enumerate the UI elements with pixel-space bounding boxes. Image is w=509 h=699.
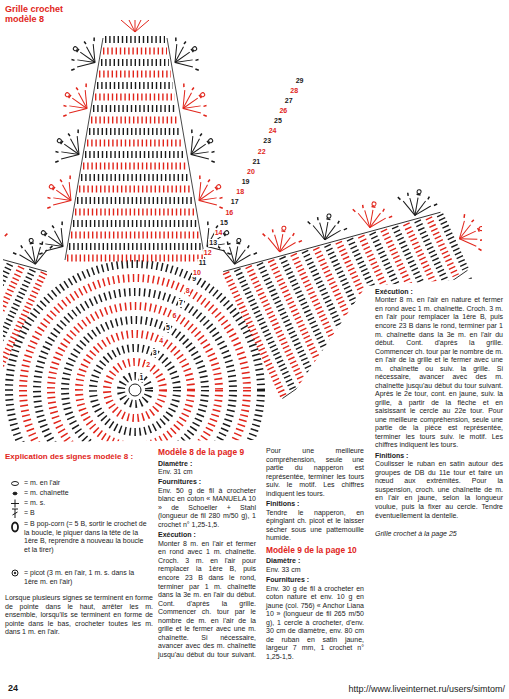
row-number: 4 [158, 337, 164, 345]
body-text: Tendre le napperon, en épinglant ch. pic… [266, 509, 364, 543]
body-text: Env. 50 g de fil à crocheter blanc en co… [158, 487, 256, 530]
row-number: 2 [145, 361, 151, 369]
legend-item: = B pop-corn (= 5 B, sortir le crochet d… [24, 520, 150, 554]
row-number: 25 [273, 117, 283, 125]
subheading: Finitions : [375, 452, 503, 460]
row-number: 20 [246, 168, 256, 176]
row-number: 11 [198, 259, 207, 267]
row-number: 23 [262, 137, 272, 145]
row-number: 5 [165, 324, 171, 332]
legend-heading: Explication des signes modèle 8 : [5, 452, 155, 462]
subheading: Exécution : [158, 531, 256, 539]
subheading: Diamètre : [266, 557, 364, 565]
row-number: 8 [185, 287, 191, 295]
subheading: Diamètre : [158, 460, 256, 468]
body-text: Coulisser le ruban en satin autour des g… [375, 460, 503, 520]
row-number: 3 [152, 349, 158, 357]
subheading: Finitions : [266, 500, 364, 508]
section-heading: Modèle 8 de la page 9 [158, 447, 256, 458]
reference-note: Grille crochet à la page 25 [375, 530, 503, 538]
row-number: 13 [208, 239, 218, 247]
subheading: Exécution : [375, 288, 503, 296]
row-number: 19 [241, 178, 251, 186]
body-text: Env. 33 cm [266, 566, 364, 575]
subheading: Fournitures : [158, 478, 256, 486]
legend-item: = m. s. [24, 499, 150, 508]
page-number: 24 [8, 683, 18, 693]
chart-title: Grille crochet modèle 8 [5, 4, 69, 24]
row-number: 22 [257, 148, 267, 156]
row-number: 24 [268, 127, 278, 135]
row-number: 21 [251, 158, 261, 166]
row-number: 18 [235, 188, 245, 196]
row-number: 6 [171, 312, 177, 320]
body-text: Env. 30 g de fil à crocheter en coton na… [266, 585, 364, 662]
row-number: 28 [289, 87, 299, 95]
row-number: 15 [219, 219, 229, 227]
row-number: 27 [284, 97, 294, 105]
legend-item: = m. en l'air [24, 479, 150, 488]
text-column: Exécution :Monter 8 m. en l'air en natur… [375, 288, 503, 538]
row-number: 26 [278, 107, 288, 115]
row-number: 12 [203, 249, 213, 257]
row-number: 16 [224, 209, 234, 217]
row-number: 14 [214, 229, 224, 237]
row-number: 29 [295, 77, 305, 85]
row-number: 7 [178, 299, 184, 307]
row-number: 1 [139, 374, 145, 382]
legend-item: = B [24, 509, 150, 518]
note-text: Lorsque plusieurs signes se terminent en… [5, 594, 153, 637]
watermark: http://www.liveinternet.ru/users/simtom/ [348, 684, 505, 694]
section-heading: Modèle 9 de la page 10 [266, 545, 364, 556]
row-number: 10 [192, 269, 202, 277]
legend-symbols [11, 482, 19, 577]
row-number: 17 [230, 198, 240, 206]
body-text: Monter 8 m. en l'air en nature et fermer… [375, 296, 503, 450]
legend-item: = picot (3 m. en l'air, 1 m. s. dans la … [24, 569, 150, 586]
text-columns: Modèle 8 de la page 9Diamètre :Env. 31 c… [158, 447, 364, 661]
legend-item: = m. chaînette [24, 489, 150, 498]
subheading: Fournitures : [266, 576, 364, 584]
body-text: Env. 31 cm [158, 468, 256, 477]
